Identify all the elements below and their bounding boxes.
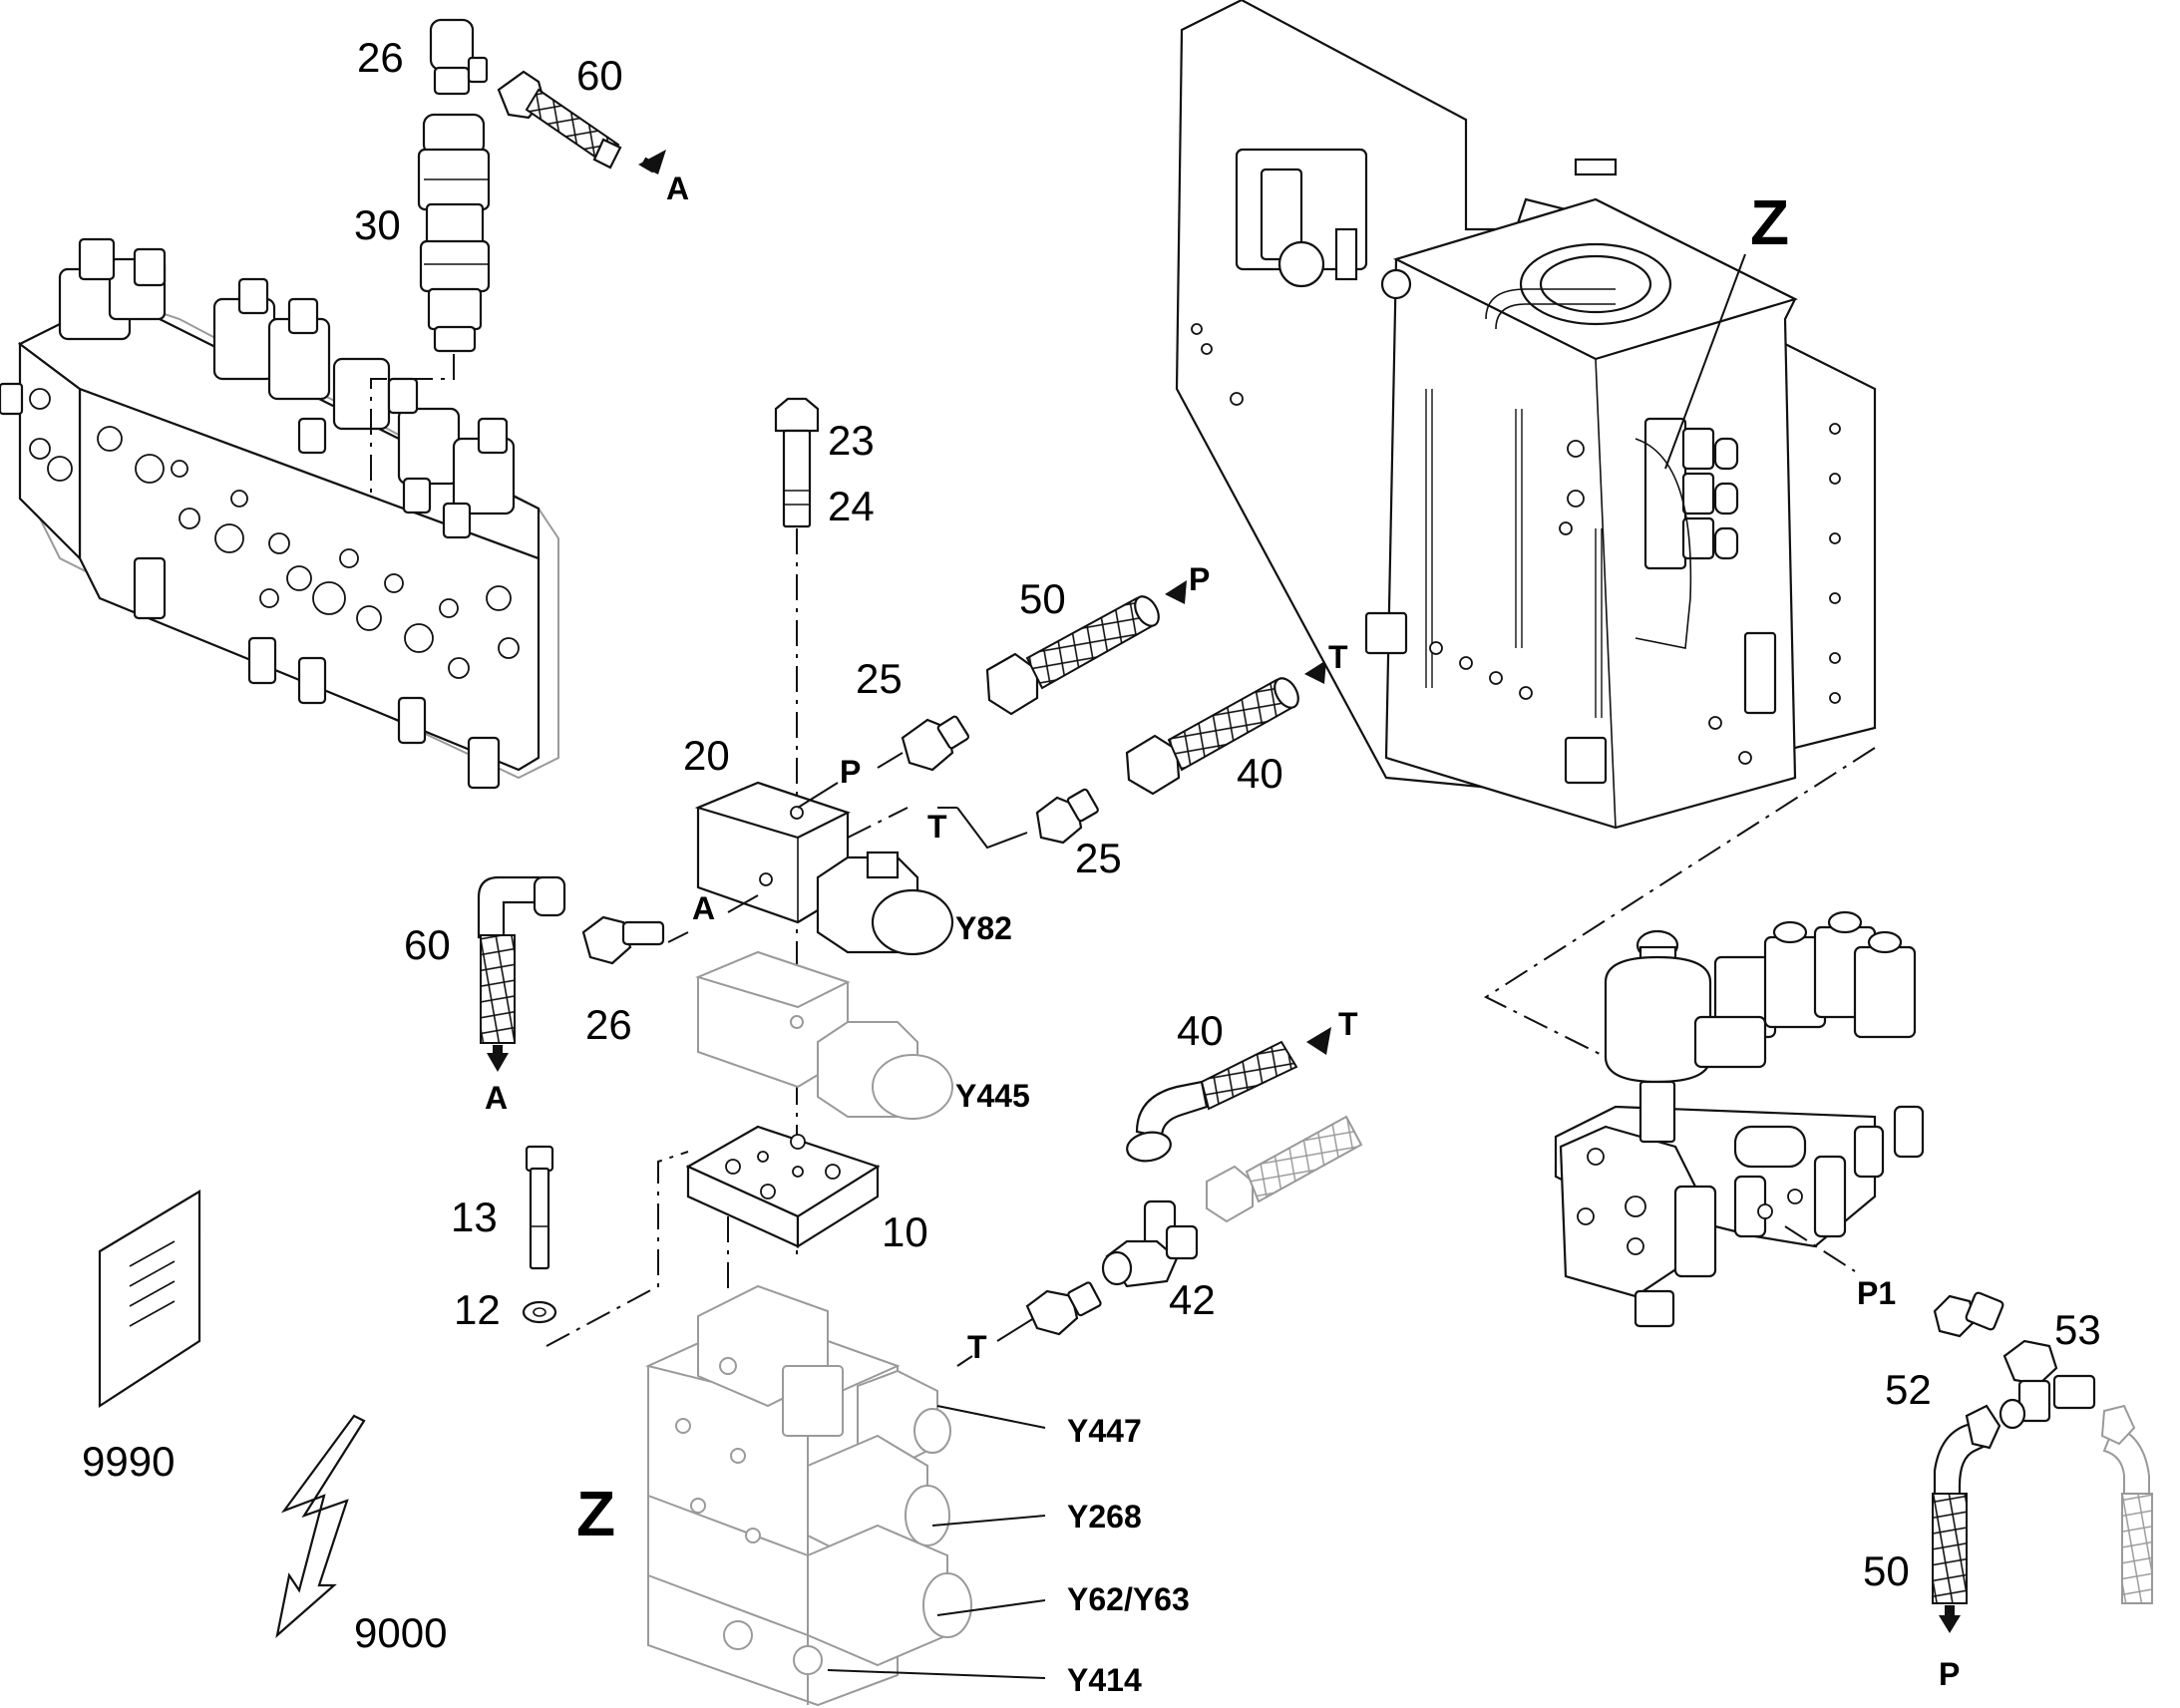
port-label-A-top: A [666, 171, 689, 206]
callout-53: 53 [2054, 1306, 2101, 1353]
callout-13: 13 [451, 1194, 498, 1240]
callout-40-b: 40 [1177, 1007, 1224, 1054]
callout-50-b: 50 [1863, 1547, 1910, 1594]
callout-23: 23 [828, 417, 875, 464]
part-20-valve-body [694, 781, 851, 924]
leader-lines-solenoids [827, 1405, 1046, 1679]
connection-lines [667, 752, 1038, 1367]
port-label-P-50: P [1189, 561, 1210, 597]
callout-25-b: 25 [1075, 835, 1122, 881]
solenoid-label-Y62-Y63: Y62/Y63 [1067, 1581, 1190, 1617]
leader-Z-top [1664, 253, 1746, 470]
part-26-left-fitting [581, 915, 665, 965]
solenoid-label-Y82: Y82 [955, 910, 1012, 946]
part-40-ghost-hose [1206, 1115, 1363, 1223]
part-30-pressure-relief-valve [417, 113, 491, 353]
callout-60-top: 60 [576, 52, 623, 99]
valve-manifold-Z [644, 1284, 972, 1707]
part-50-elbow-hose-P [1932, 1404, 2001, 1633]
valve-cluster-Z-location [1635, 417, 1739, 649]
pilot-valve-assembly [1554, 910, 1925, 1328]
callout-20: 20 [683, 732, 730, 779]
callout-26-left: 26 [585, 1001, 632, 1048]
port-label-T-42: T [967, 1329, 987, 1365]
callout-9990: 9990 [82, 1438, 175, 1485]
callout-10: 10 [882, 1208, 928, 1255]
port-label-P-bottom: P [1939, 1656, 1960, 1692]
centerline-30-to-block [370, 354, 455, 499]
detail-label-Z-top: Z [1750, 186, 1789, 258]
callout-24: 24 [828, 483, 875, 529]
port-label-P1: P1 [1857, 1275, 1896, 1311]
part-26-top-fitting [429, 18, 489, 96]
callout-12: 12 [454, 1286, 501, 1333]
part-53-tee [1998, 1339, 2096, 1430]
port-label-A-bottom: A [485, 1080, 508, 1116]
callout-60-left: 60 [404, 921, 451, 968]
callout-52: 52 [1885, 1366, 1932, 1413]
part-40-hose-T-upper [1125, 660, 1326, 796]
port-label-A-pipe: A [692, 890, 715, 926]
lightning-bolt-icon [275, 1414, 366, 1638]
solenoid-label-Y414: Y414 [1067, 1662, 1142, 1698]
centerline-P1 [1784, 1225, 1856, 1272]
part-12-washer [522, 1300, 557, 1324]
part-10-adapter-plate [685, 1125, 881, 1248]
centerline-frame-to-assembly [1483, 747, 1876, 1063]
machine-frame [1175, 0, 1877, 830]
centerline-screw-to-plate [545, 1151, 689, 1347]
part-50-hose-P [985, 580, 1187, 716]
part-40-elbow-hose-T [1126, 1027, 1331, 1163]
control-valve-block [0, 237, 559, 790]
part-20-ghost-valve-Y445 [695, 950, 953, 1120]
port-label-T-pipe: T [927, 809, 947, 845]
solenoid-label-Y447: Y447 [1067, 1413, 1142, 1449]
detail-label-Z-bottom: Z [576, 1478, 615, 1549]
callout-30: 30 [354, 201, 401, 248]
part-52-fitting [1933, 1291, 2004, 1338]
port-label-P-pipe: P [840, 754, 861, 790]
callout-9000: 9000 [354, 1609, 447, 1656]
port-label-T-40: T [1328, 639, 1348, 675]
callout-25-a: 25 [856, 655, 903, 702]
part-50-ghost-hose [2100, 1404, 2153, 1604]
callout-50: 50 [1019, 575, 1066, 622]
part-25-fitting-T [1035, 788, 1099, 845]
part-13-cap-screw [525, 1145, 554, 1270]
document-icon [98, 1190, 201, 1409]
solenoid-label-Y268: Y268 [1067, 1499, 1142, 1535]
solenoid-Y82 [816, 851, 954, 956]
part-42-tee-fitting [1101, 1199, 1199, 1288]
solenoid-label-Y445: Y445 [955, 1078, 1030, 1114]
part-42-inline-fitting [1025, 1281, 1102, 1336]
part-23-24-bolt [774, 397, 820, 528]
callout-26-top: 26 [357, 34, 404, 81]
port-label-T-40b: T [1338, 1006, 1358, 1042]
part-60-top-hose [497, 70, 666, 174]
part-60-elbow-hose-A [477, 875, 566, 1072]
callout-42: 42 [1169, 1276, 1216, 1323]
callout-40-a: 40 [1237, 750, 1283, 797]
part-25-fitting-P [901, 715, 970, 772]
